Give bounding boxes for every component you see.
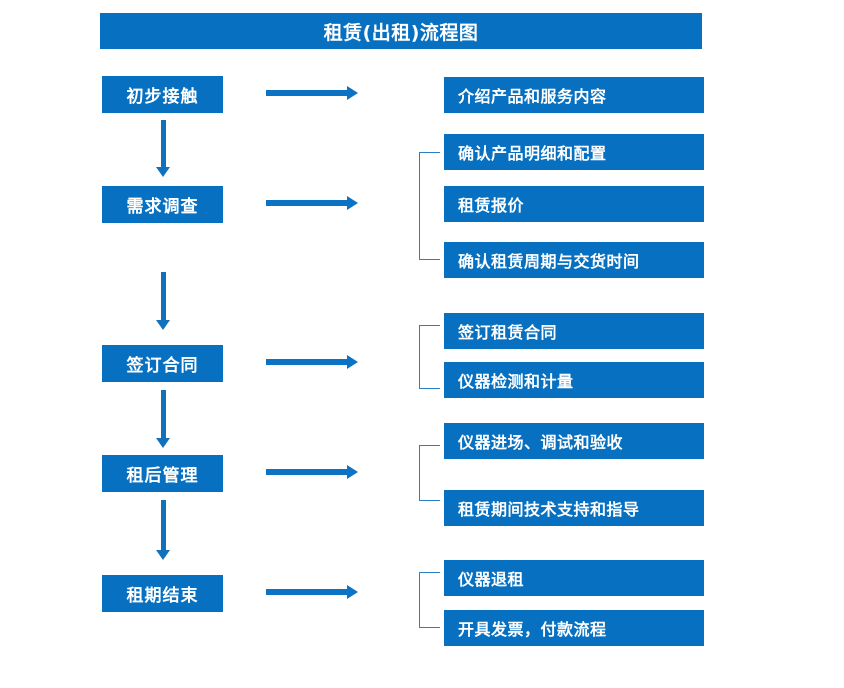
page-title: 租赁(出租)流程图 (100, 13, 702, 49)
stage-box-1[interactable]: 初步接触 (102, 76, 223, 113)
arrow-right-icon-1 (266, 86, 358, 100)
group-bracket-5 (419, 572, 440, 628)
arrow-down-icon-3 (156, 390, 170, 448)
arrow-head (156, 550, 170, 560)
arrow-right-icon-5 (266, 585, 358, 599)
detail-box-2-3[interactable]: 确认租赁周期与交货时间 (444, 242, 704, 278)
arrow-head (156, 167, 170, 177)
group-bracket-2 (419, 152, 440, 260)
arrow-shaft (266, 200, 349, 206)
arrow-right-icon-2 (266, 196, 358, 210)
arrow-shaft (266, 359, 349, 365)
detail-box-2-1[interactable]: 确认产品明细和配置 (444, 134, 704, 170)
arrow-right-icon-4 (266, 465, 358, 479)
group-bracket-4 (419, 445, 440, 501)
arrow-shaft (266, 90, 349, 96)
arrow-shaft (161, 390, 166, 438)
arrow-head (156, 438, 170, 448)
detail-box-4-1[interactable]: 仪器进场、调试和验收 (444, 423, 704, 459)
arrow-shaft (161, 500, 166, 550)
arrow-down-icon-2 (156, 272, 170, 330)
detail-box-2-2[interactable]: 租赁报价 (444, 186, 704, 222)
arrow-head (347, 465, 358, 479)
arrow-head (156, 320, 170, 330)
arrow-shaft (266, 589, 349, 595)
arrow-down-icon-1 (156, 120, 170, 177)
detail-box-5-2[interactable]: 开具发票，付款流程 (444, 610, 704, 646)
arrow-head (347, 355, 358, 369)
arrow-down-icon-4 (156, 500, 170, 560)
stage-box-3[interactable]: 签订合同 (102, 345, 223, 382)
detail-box-3-1[interactable]: 签订租赁合同 (444, 313, 704, 349)
group-bracket-3 (419, 325, 440, 389)
detail-box-3-2[interactable]: 仪器检测和计量 (444, 362, 704, 398)
detail-box-5-1[interactable]: 仪器退租 (444, 560, 704, 596)
arrow-shaft (266, 469, 349, 475)
arrow-head (347, 585, 358, 599)
arrow-head (347, 86, 358, 100)
arrow-shaft (161, 272, 166, 320)
arrow-right-icon-3 (266, 355, 358, 369)
arrow-shaft (161, 120, 166, 167)
stage-box-2[interactable]: 需求调查 (102, 186, 223, 223)
detail-box-4-2[interactable]: 租赁期间技术支持和指导 (444, 490, 704, 526)
arrow-head (347, 196, 358, 210)
stage-box-4[interactable]: 租后管理 (102, 455, 223, 492)
detail-box-1-1[interactable]: 介绍产品和服务内容 (444, 77, 704, 113)
stage-box-5[interactable]: 租期结束 (102, 575, 223, 612)
